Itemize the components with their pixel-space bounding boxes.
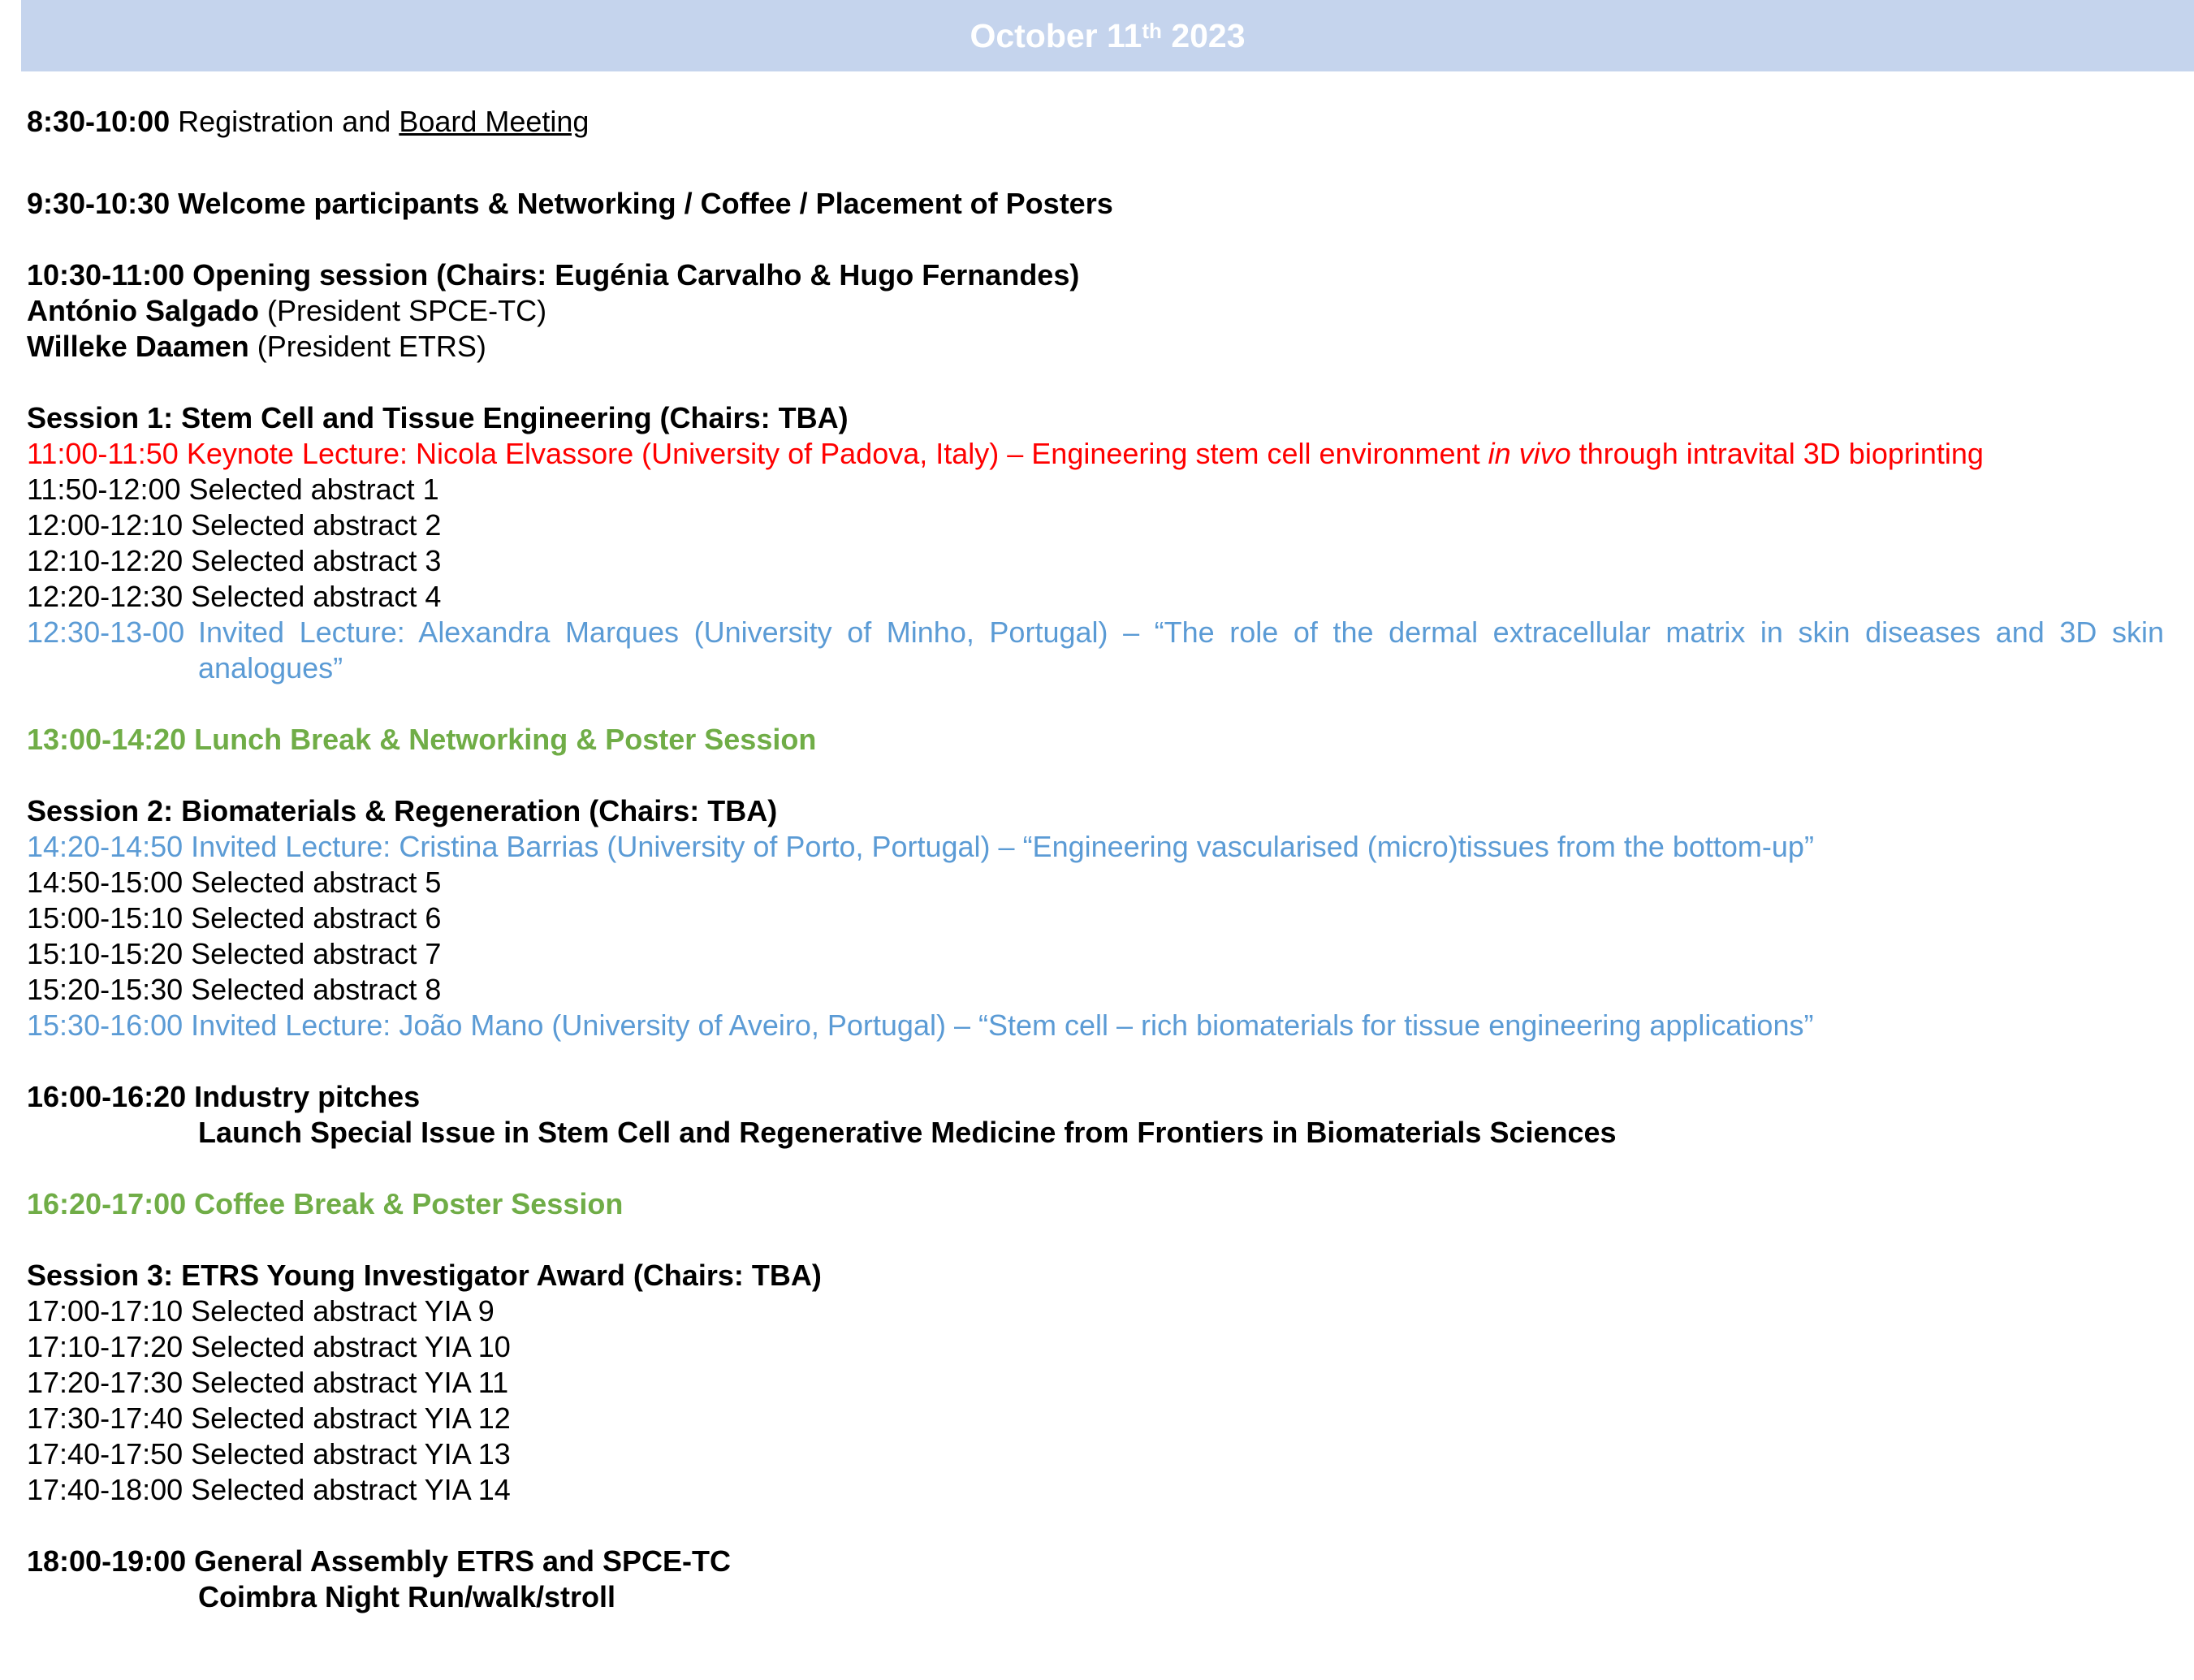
special-issue-launch-line: Launch Special Issue in Stem Cell and Re… — [198, 1116, 1617, 1149]
session-1-keynote: 11:00-11:50 Keynote Lecture: Nicola Elva… — [27, 436, 1984, 472]
keynote-text-b: through intravital 3D bioprinting — [1570, 437, 1984, 470]
general-assembly-line: 18:00-19:00 General Assembly ETRS and SP… — [27, 1544, 731, 1578]
session-3-abstract-9: 17:00-17:10 Selected abstract YIA 9 — [27, 1294, 495, 1328]
session-2-invited-lecture-2: 15:30-16:00 Invited Lecture: João Mano (… — [27, 1008, 1814, 1042]
speaker-role: (President ETRS) — [248, 330, 486, 363]
date-header-suffix: th — [1142, 18, 1162, 43]
session-2-abstract-8: 15:20-15:30 Selected abstract 8 — [27, 973, 442, 1006]
welcome-line: 9:30-10:30 Welcome participants & Networ… — [27, 187, 1113, 220]
invited-lecture-body: Invited Lecture: Alexandra Marques (Univ… — [198, 615, 2164, 686]
opening-speaker-2: Willeke Daamen (President ETRS) — [27, 329, 486, 365]
date-header-year: 2023 — [1171, 16, 1246, 54]
session-2-title: Session 2: Biomaterials & Regeneration (… — [27, 794, 778, 827]
keynote-text-a: 11:00-11:50 Keynote Lecture: Nicola Elva… — [27, 437, 1488, 470]
session-1-abstract-4: 12:20-12:30 Selected abstract 4 — [27, 580, 442, 613]
date-header-day: October 11 — [970, 16, 1142, 54]
lunch-break-line: 13:00-14:20 Lunch Break & Networking & P… — [27, 723, 817, 756]
invited-lecture-time: 12:30-13-00 — [27, 615, 185, 649]
session-1-abstract-2: 12:00-12:10 Selected abstract 2 — [27, 508, 442, 542]
coffee-break-line: 16:20-17:00 Coffee Break & Poster Sessio… — [27, 1187, 624, 1220]
session-3-abstract-10: 17:10-17:20 Selected abstract YIA 10 — [27, 1330, 511, 1363]
session-3-abstract-11: 17:20-17:30 Selected abstract YIA 11 — [27, 1366, 509, 1399]
keynote-text-italic: in vivo — [1488, 437, 1571, 470]
session-2-abstract-6: 15:00-15:10 Selected abstract 6 — [27, 901, 442, 935]
session-2-invited-lecture-1: 14:20-14:50 Invited Lecture: Cristina Ba… — [27, 830, 1814, 863]
registration-line: 8:30-10:00 Registration and Board Meetin… — [27, 104, 589, 140]
speaker-name: António Salgado — [27, 294, 259, 327]
session-1-abstract-1: 11:50-12:00 Selected abstract 1 — [27, 473, 439, 506]
speaker-name: Willeke Daamen — [27, 330, 249, 363]
registration-time: 8:30-10:00 — [27, 105, 171, 138]
night-run-line: Coimbra Night Run/walk/stroll — [198, 1580, 616, 1613]
session-1-invited-lecture: 12:30-13-00 Invited Lecture: Alexandra M… — [27, 615, 2164, 686]
session-2-abstract-7: 15:10-15:20 Selected abstract 7 — [27, 937, 442, 970]
session-2-abstract-5: 14:50-15:00 Selected abstract 5 — [27, 866, 442, 899]
industry-pitches-line: 16:00-16:20 Industry pitches — [27, 1080, 421, 1113]
invited-lecture-line-2: analogues” — [198, 651, 343, 685]
speaker-role: (President SPCE-TC) — [258, 294, 547, 327]
invited-lecture-line-1: Invited Lecture: Alexandra Marques (Univ… — [198, 615, 2164, 649]
session-3-abstract-14: 17:40-18:00 Selected abstract YIA 14 — [27, 1473, 511, 1506]
session-3-title: Session 3: ETRS Young Investigator Award… — [27, 1259, 822, 1292]
session-1-title: Session 1: Stem Cell and Tissue Engineer… — [27, 401, 849, 434]
session-1-abstract-3: 12:10-12:20 Selected abstract 3 — [27, 544, 442, 577]
opening-speaker-1: António Salgado (President SPCE-TC) — [27, 293, 546, 329]
board-meeting-link[interactable]: Board Meeting — [399, 105, 590, 138]
registration-text: Registration and — [178, 105, 399, 138]
session-3-abstract-13: 17:40-17:50 Selected abstract YIA 13 — [27, 1437, 511, 1471]
opening-session-line: 10:30-11:00 Opening session (Chairs: Eug… — [27, 258, 1080, 292]
session-3-abstract-12: 17:30-17:40 Selected abstract YIA 12 — [27, 1401, 511, 1435]
